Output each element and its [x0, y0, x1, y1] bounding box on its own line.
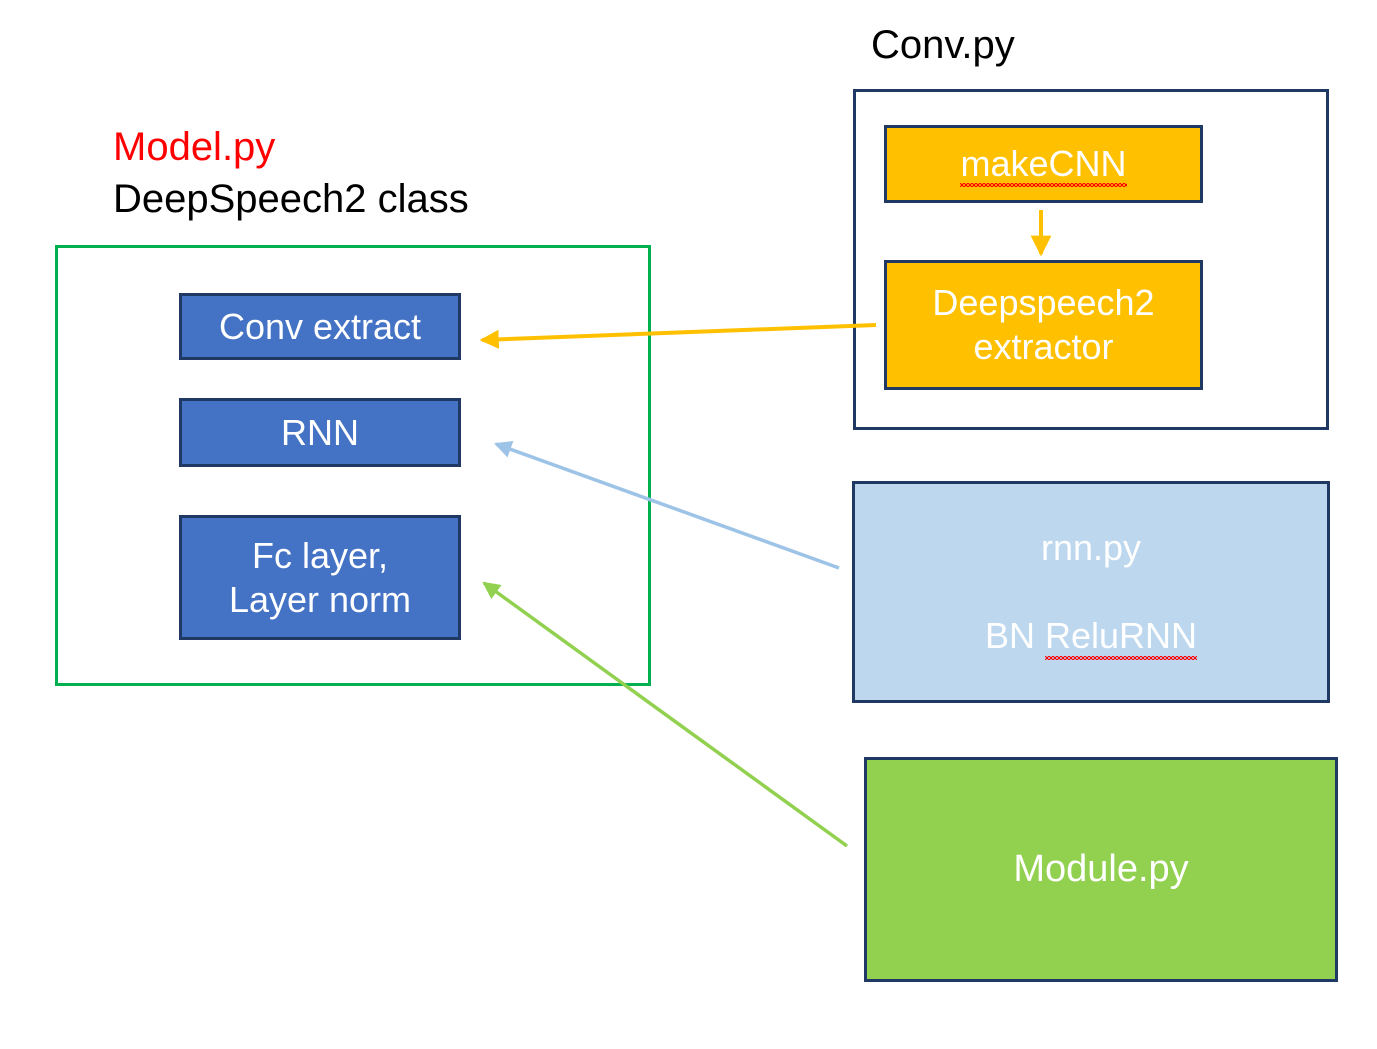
node-module-py[interactable]: Module.py: [864, 757, 1338, 982]
model-py-title: Model.py: [113, 125, 276, 169]
rnn-py-line2-relurnn: ReluRNN: [1044, 614, 1198, 660]
rnn-py-line2-plain: BN: [984, 614, 1045, 656]
conv-py-container: [853, 89, 1329, 430]
conv-py-title: Conv.py: [871, 23, 1015, 67]
node-fc-layer-norm[interactable]: Fc layer, Layer norm: [179, 515, 461, 640]
node-conv-extract[interactable]: Conv extract: [179, 293, 461, 360]
rnn-py-line2: BN ReluRNN: [984, 570, 1198, 660]
rnn-py-line1: rnn.py: [1040, 527, 1142, 569]
node-deepspeech2-extractor[interactable]: Deepspeech2 extractor: [884, 260, 1203, 390]
deepspeech2-class-subtitle: DeepSpeech2 class: [113, 177, 469, 221]
node-rnn-py[interactable]: rnn.py BN ReluRNN: [852, 481, 1330, 703]
node-make-cnn-label: makeCNN: [960, 143, 1127, 187]
node-make-cnn[interactable]: makeCNN: [884, 125, 1203, 203]
node-rnn[interactable]: RNN: [179, 398, 461, 467]
